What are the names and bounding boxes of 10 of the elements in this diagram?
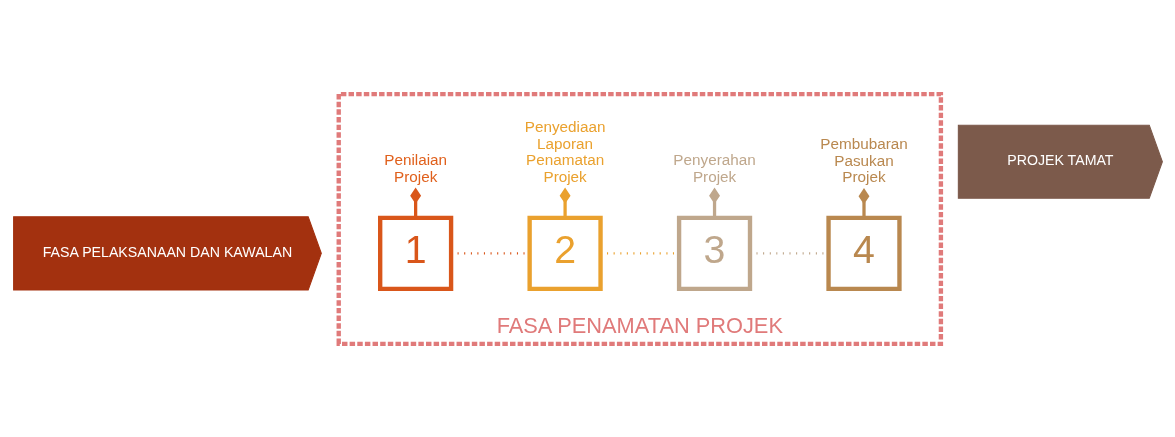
node-box: 1 <box>377 215 453 291</box>
node-text: Penyediaan Laporan Penamatan Projek <box>524 117 605 185</box>
node-text: Penilaian Projek <box>383 150 447 185</box>
connector <box>858 187 869 218</box>
node-box: 2 <box>526 215 603 291</box>
node-text: Pembubaran Pasukan Projek <box>819 134 908 185</box>
node-box: 3 <box>676 215 752 291</box>
connector <box>559 186 571 218</box>
node-text: Penyerahan Projek <box>672 150 756 185</box>
node-box: 4 <box>825 215 902 291</box>
